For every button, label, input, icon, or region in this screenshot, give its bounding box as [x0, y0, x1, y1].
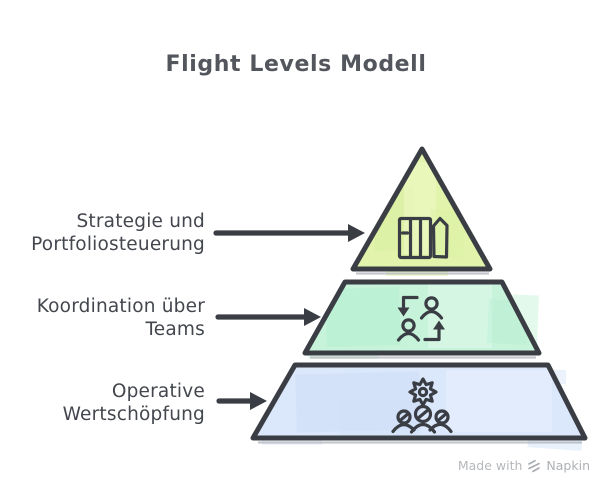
- level-2-label-line2: Teams: [145, 319, 205, 340]
- watermark: Made with Napkin: [458, 458, 590, 473]
- level-1-label-line1: Strategie und: [76, 211, 205, 232]
- level-3-arrow: [216, 392, 267, 410]
- level-3-texture: [295, 370, 552, 438]
- pyramid-level-1: [350, 146, 493, 275]
- level-2-label: Koordination über Teams: [0, 295, 205, 341]
- pyramid-level-2: [302, 279, 542, 359]
- page-title: Flight Levels Modell: [165, 52, 427, 77]
- level-3-label-line1: Operative: [111, 381, 205, 402]
- level-3-label-line2: Wertschöpfung: [62, 404, 205, 425]
- level-3-label: Operative Wertschöpfung: [0, 380, 205, 426]
- napkin-logo-icon: [528, 459, 541, 472]
- team-gear-icon: [391, 377, 453, 434]
- watermark-brand: Napkin: [546, 458, 590, 473]
- level-2-texture: [325, 284, 530, 348]
- level-2-label-line1: Koordination über: [36, 296, 205, 317]
- level-1-label: Strategie und Portfoliosteuerung: [0, 210, 205, 256]
- level-1-arrow: [213, 224, 365, 242]
- label-arrows: [213, 224, 365, 410]
- level-2-arrow: [215, 308, 321, 326]
- kanban-board-icon: [397, 216, 449, 260]
- pyramid-level-3: [250, 362, 588, 444]
- people-exchange-icon: [396, 295, 445, 342]
- watermark-prefix: Made with: [457, 458, 523, 473]
- level-1-label-line2: Portfoliosteuerung: [31, 234, 205, 255]
